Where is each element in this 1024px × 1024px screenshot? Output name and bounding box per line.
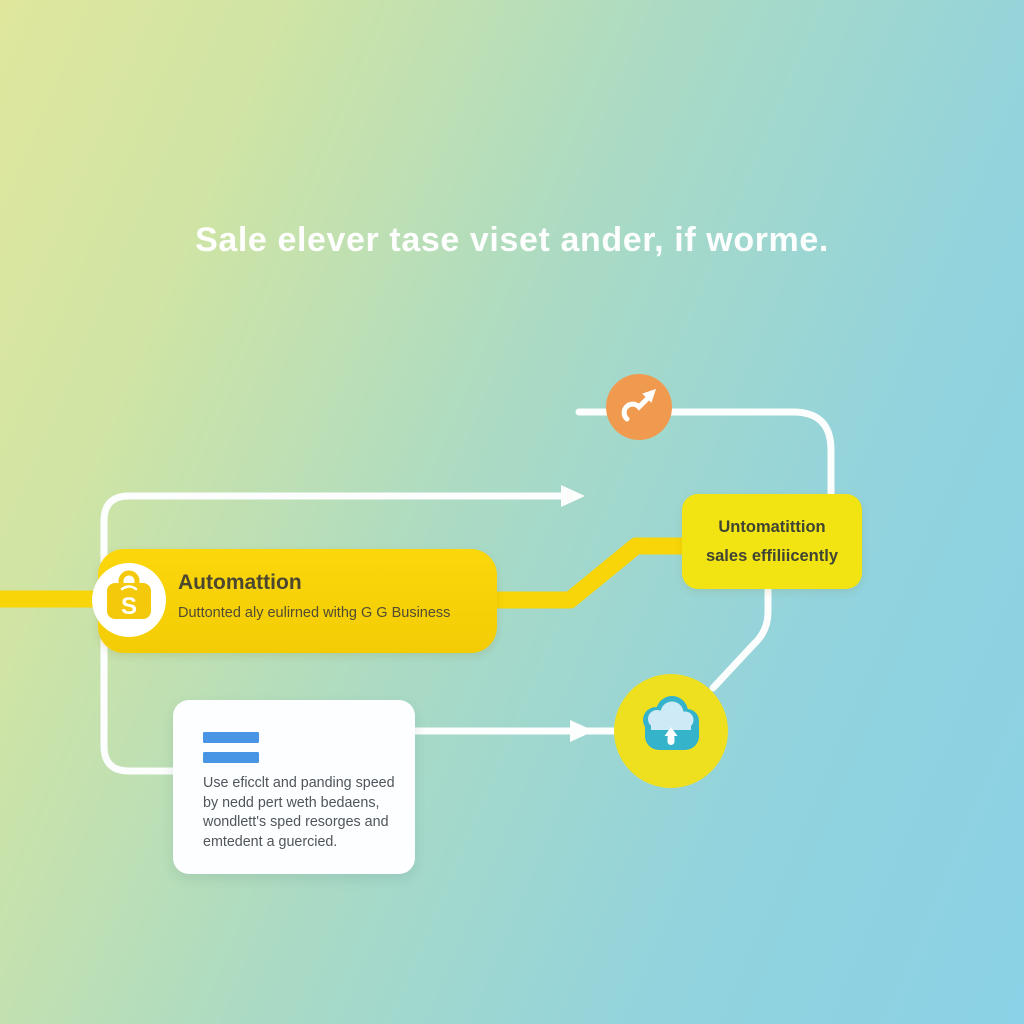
connector-box-to-cloud — [709, 584, 772, 692]
link-node — [606, 374, 672, 440]
info-card-line: emtedent a guercied. — [203, 833, 338, 850]
info-card-text: Use eficclt and panding speed by nedd pe… — [203, 774, 403, 852]
efficiency-line1: Untomatittion — [718, 517, 826, 536]
connector-top-right — [575, 408, 835, 500]
cloud-upload-icon — [643, 696, 699, 750]
automation-card: Automattion Duttonted aly eulirned withg… — [98, 549, 497, 653]
blue-bars-icon — [203, 732, 259, 743]
arrow-up-right-icon — [621, 389, 656, 422]
arrowhead-right-icon — [561, 485, 585, 507]
automation-subtitle: Duttonted aly eulirned withg G G Busines… — [178, 605, 451, 621]
automation-title: Automattion — [178, 571, 302, 594]
cloud-node — [614, 674, 728, 788]
connector-yellow-link — [494, 537, 684, 609]
page-title: Sale elever tase viset ander, if worme. — [195, 221, 829, 259]
info-card: Use eficclt and panding speed by nedd pe… — [173, 700, 415, 874]
info-card-line: wondlett's sped resorges and — [203, 814, 389, 830]
info-card-line: Use eficclt and panding speed — [203, 775, 395, 791]
info-card-line: by nedd pert weth bedaens, — [203, 794, 380, 811]
blue-bars-icon — [203, 752, 259, 763]
arrowhead-right-icon — [570, 720, 594, 742]
efficiency-card: Untomatittion sales effiliicently — [682, 494, 862, 589]
efficiency-line2: sales effiliicently — [705, 546, 839, 565]
